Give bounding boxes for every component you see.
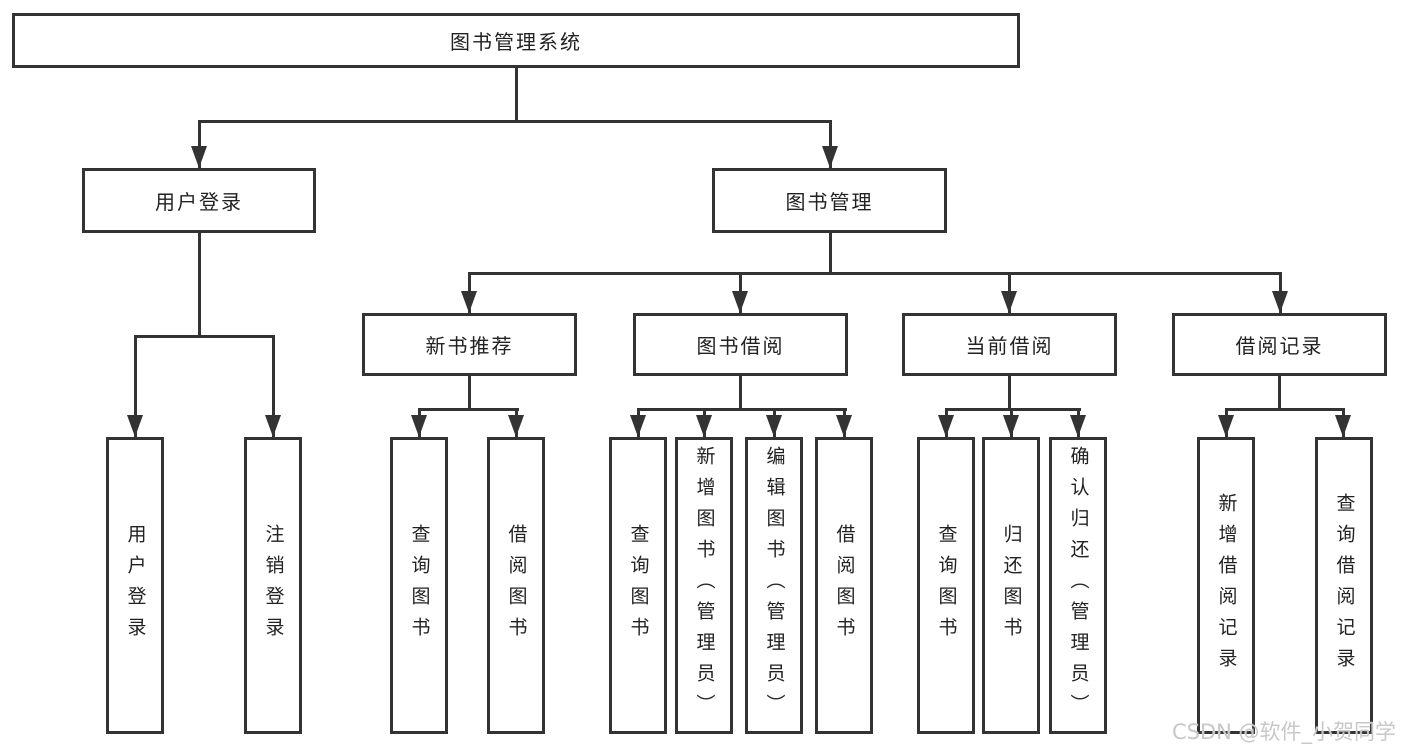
arrow-down-icon [836, 415, 852, 437]
node-leaf-query-book-borrow: 查询图书 [609, 437, 667, 734]
connector-book-mgmt-stem [829, 233, 832, 272]
arrow-down-icon [191, 146, 207, 168]
connector-borrow-records-stem [1278, 376, 1281, 408]
node-leaf-return-book: 归还图书 [982, 437, 1040, 734]
connector-current-borrow-stem [1008, 376, 1011, 408]
arrow-down-icon [766, 415, 782, 437]
arrow-down-icon [411, 415, 427, 437]
arrow-down-icon [696, 415, 712, 437]
arrow-down-icon [1272, 291, 1288, 313]
node-leaf-borrow-book: 借阅图书 [815, 437, 873, 734]
arrow-down-icon [1001, 291, 1017, 313]
arrow-down-icon [1003, 415, 1019, 437]
arrow-down-icon [1218, 415, 1234, 437]
arrow-down-icon [461, 291, 477, 313]
csdn-watermark: CSDN @软件_小贺同学 [1172, 720, 1397, 744]
connector-book-borrow-hbar [637, 408, 847, 411]
node-current-borrow: 当前借阅 [902, 313, 1117, 376]
node-leaf-add-book: 新增图书（管理员） [675, 437, 733, 734]
connector-drop-leaf-user-login [134, 335, 137, 437]
connector-book-mgmt-hbar [468, 272, 1282, 275]
connector-drop-book-mgmt [829, 120, 832, 168]
node-leaf-confirm-return: 确认归还（管理员） [1049, 437, 1107, 734]
connector-root-stem [515, 68, 518, 120]
arrow-down-icon [1070, 415, 1086, 437]
connector-user-login-stem [198, 233, 201, 335]
node-book-mgmt: 图书管理 [712, 168, 947, 233]
connector-drop-leaf-logout [272, 335, 275, 437]
node-leaf-query-record: 查询借阅记录 [1315, 437, 1373, 734]
arrow-down-icon [508, 415, 524, 437]
node-leaf-query-book-cur: 查询图书 [917, 437, 975, 734]
arrow-down-icon [1335, 415, 1351, 437]
node-leaf-edit-book: 编辑图书（管理员） [745, 437, 803, 734]
node-leaf-user-login: 用户登录 [106, 437, 164, 734]
connector-root-hbar [198, 120, 832, 123]
node-leaf-add-record: 新增借阅记录 [1197, 437, 1255, 734]
arrow-down-icon [265, 415, 281, 437]
connector-drop-user-login [198, 120, 201, 168]
arrow-down-icon [732, 291, 748, 313]
arrow-down-icon [822, 146, 838, 168]
connector-borrow-records-hbar [1225, 408, 1344, 411]
node-root: 图书管理系统 [12, 13, 1020, 68]
arrow-down-icon [938, 415, 954, 437]
connector-user-login-hbar [134, 335, 275, 338]
node-book-borrow: 图书借阅 [633, 313, 848, 376]
node-leaf-query-book-rec: 查询图书 [390, 437, 448, 734]
connector-new-book-rec-hbar [418, 408, 519, 411]
node-leaf-logout: 注销登录 [244, 437, 302, 734]
connector-new-book-rec-stem [468, 376, 471, 408]
connector-book-borrow-stem [739, 376, 742, 408]
connector-current-borrow-hbar [945, 408, 1081, 411]
arrow-down-icon [127, 415, 143, 437]
node-leaf-borrow-book-rec: 借阅图书 [487, 437, 545, 734]
node-new-book-rec: 新书推荐 [362, 313, 577, 376]
node-user-login: 用户登录 [82, 168, 316, 233]
node-borrow-records: 借阅记录 [1172, 313, 1387, 376]
arrow-down-icon [630, 415, 646, 437]
